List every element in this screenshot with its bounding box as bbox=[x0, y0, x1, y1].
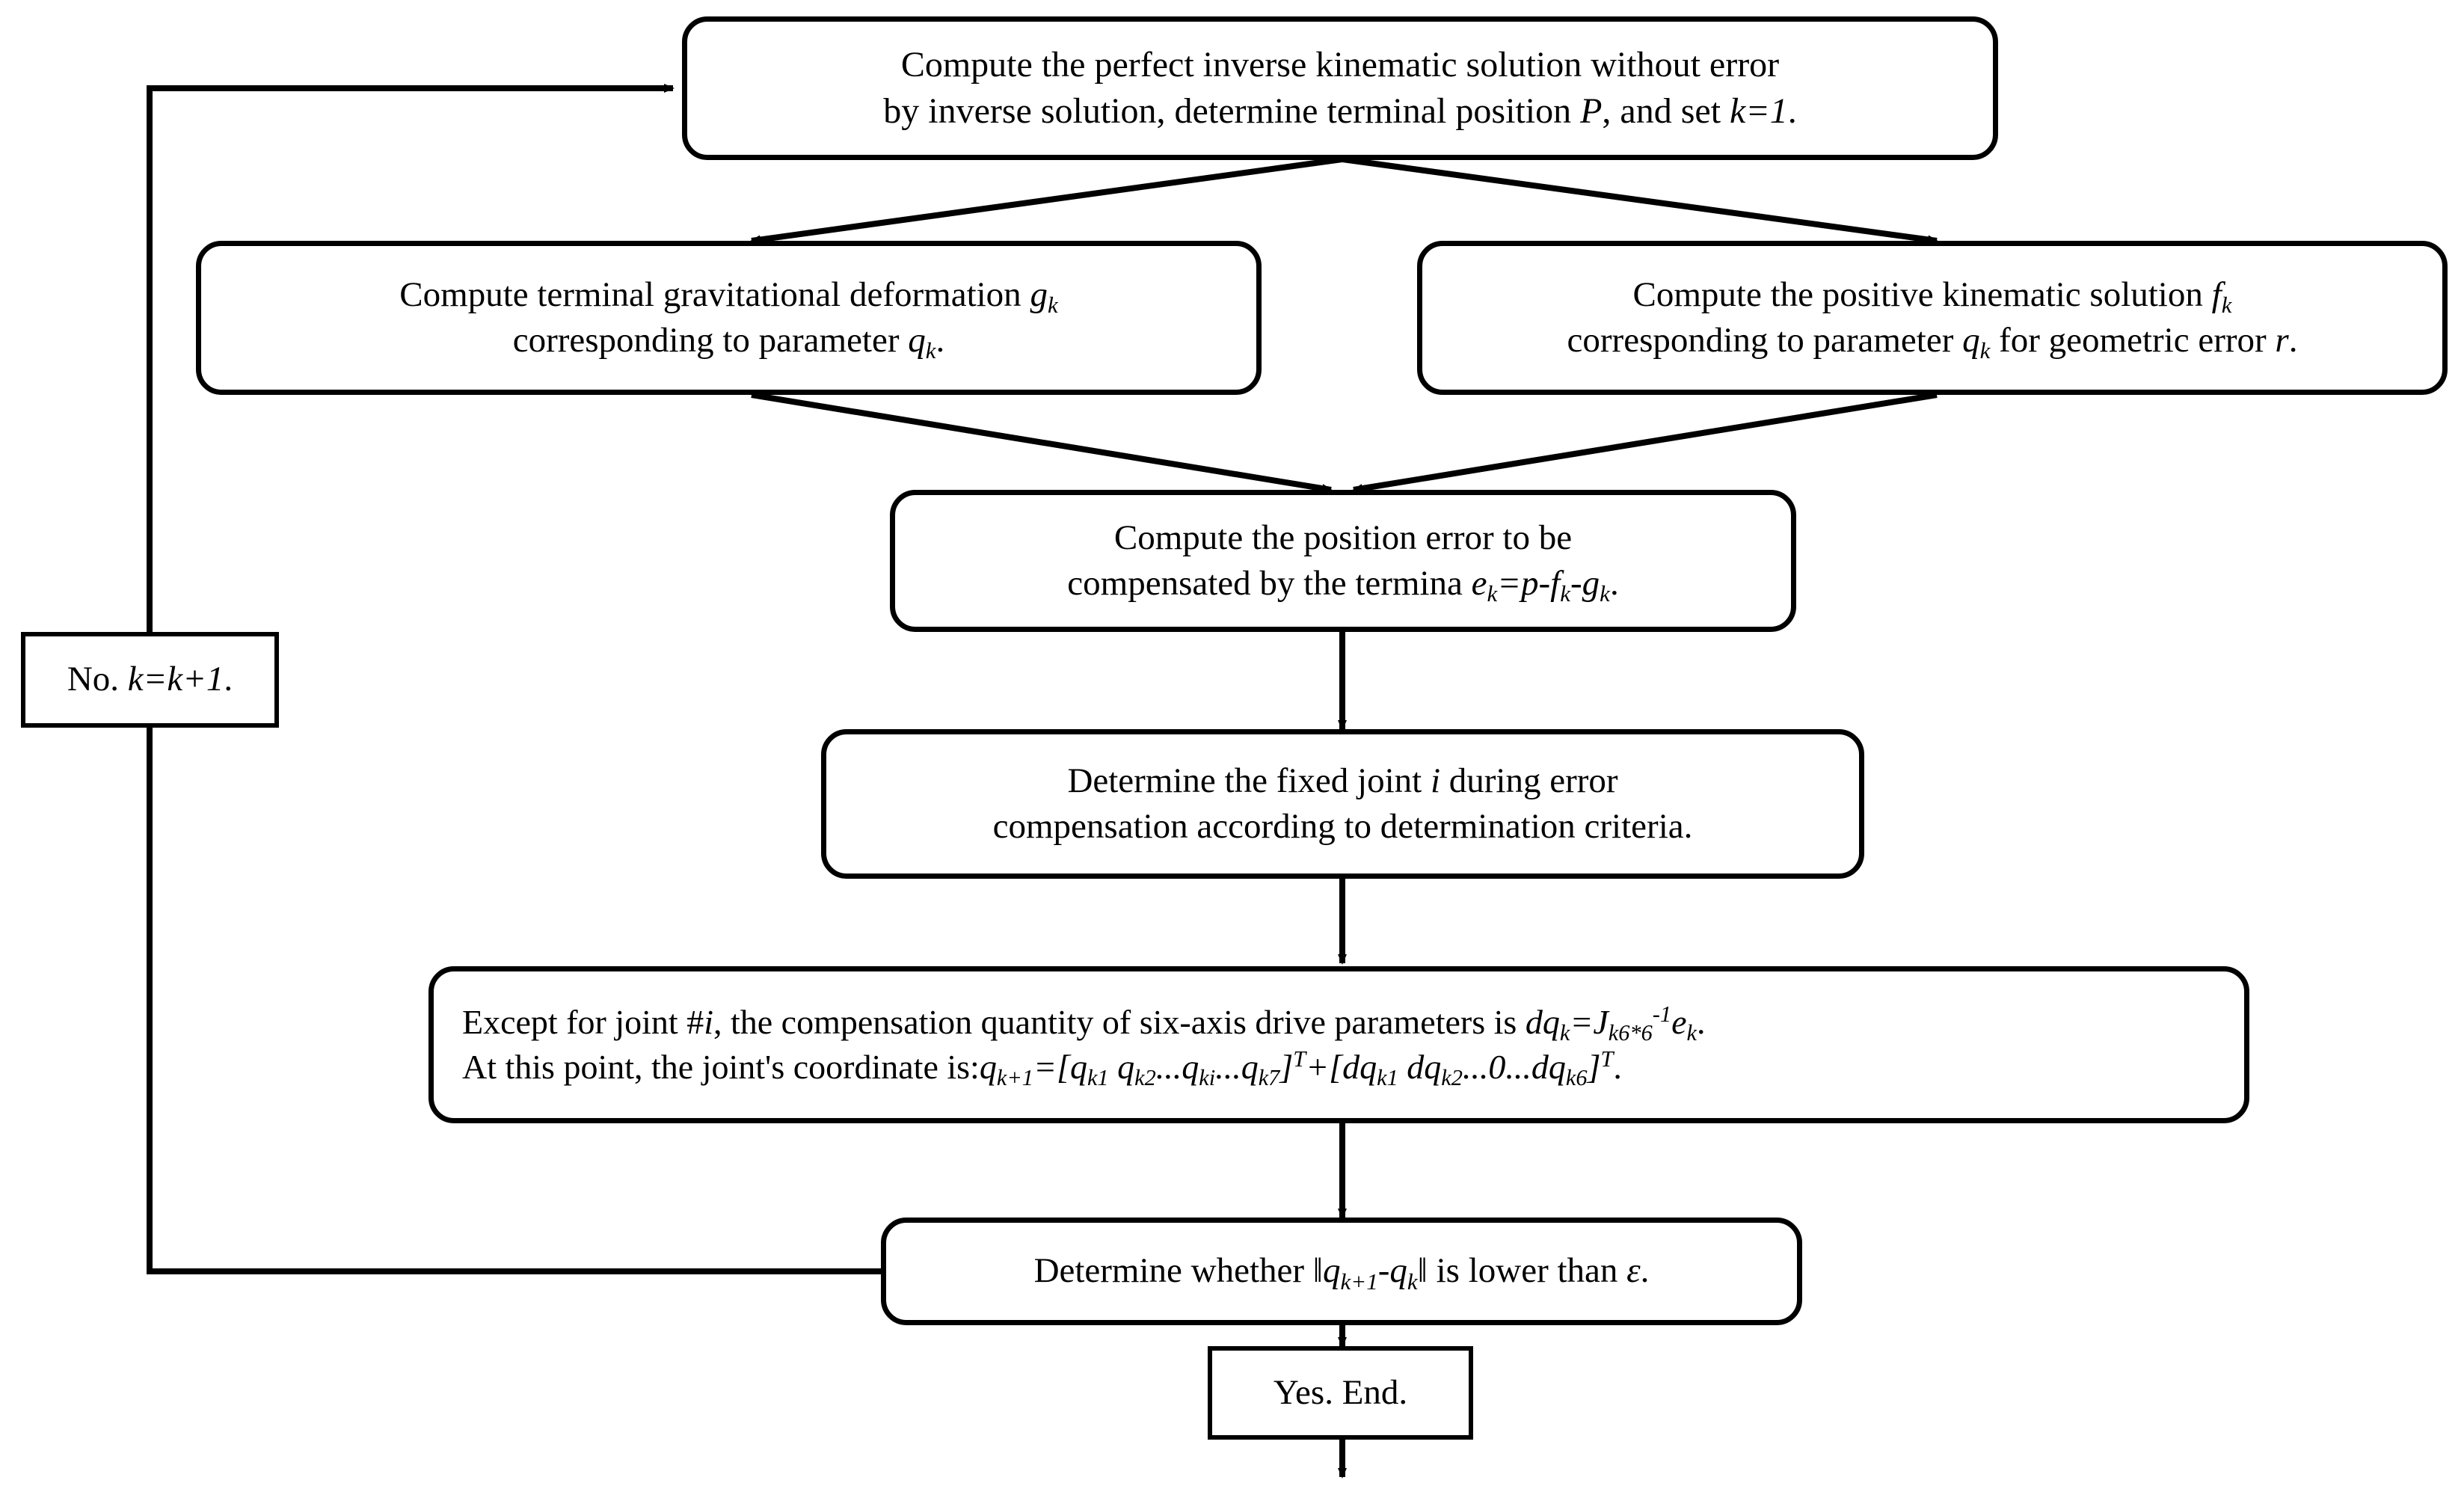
node-no-increment[interactable]: No. k=k+1. bbox=[21, 632, 279, 728]
node-positive-kinematic[interactable]: Compute the positive kinematic solution … bbox=[1417, 241, 2448, 395]
node-gravity-deformation[interactable]: Compute terminal gravitational deformati… bbox=[196, 241, 1262, 395]
node-gravity-line1: Compute terminal gravitational deformati… bbox=[399, 274, 1058, 319]
node-fixed-joint[interactable]: Determine the fixed joint i during error… bbox=[821, 729, 1864, 879]
node-fixedjoint-line2: compensation according to determination … bbox=[992, 807, 1693, 846]
node-kinematic-line2: corresponding to parameter qk for geomet… bbox=[1567, 321, 2298, 364]
node-gravity-line2: corresponding to parameter qk. bbox=[512, 321, 945, 364]
node-noloop-text: No. k=k+1. bbox=[67, 660, 233, 699]
edge-kinematic-poserror bbox=[1352, 392, 1938, 493]
node-end-text: Yes. End. bbox=[1273, 1372, 1408, 1412]
edge-start-kinematic bbox=[1342, 156, 1938, 245]
edge-gravity-poserror bbox=[751, 392, 1333, 493]
node-compensation-line2: At this point, the joint's coordinate is… bbox=[462, 1046, 1622, 1091]
node-kinematic-line1: Compute the positive kinematic solution … bbox=[1632, 274, 2232, 319]
node-position-error[interactable]: Compute the position error to be compens… bbox=[890, 490, 1796, 632]
edge-start-gravity bbox=[750, 156, 1343, 245]
node-start-line2: by inverse solution, determine terminal … bbox=[883, 91, 1797, 131]
node-poserror-line2: compensated by the termina ek=p-fk-gk. bbox=[1067, 564, 1619, 607]
node-compensation-line1: Except for joint #i, the compensation qu… bbox=[462, 1001, 1706, 1046]
node-convergence-decision[interactable]: Determine whether ‖qk+1-qk‖ is lower tha… bbox=[881, 1218, 1802, 1325]
node-fixedjoint-line1: Determine the fixed joint i during error bbox=[1067, 761, 1618, 800]
node-poserror-line1: Compute the position error to be bbox=[1113, 518, 1573, 557]
node-compensation-quantity[interactable]: Except for joint #i, the compensation qu… bbox=[428, 966, 2249, 1123]
node-start[interactable]: Compute the perfect inverse kinematic so… bbox=[682, 16, 1998, 160]
node-end[interactable]: Yes. End. bbox=[1208, 1346, 1473, 1440]
node-decision-text: Determine whether ‖qk+1-qk‖ is lower tha… bbox=[1033, 1251, 1650, 1295]
node-start-line1: Compute the perfect inverse kinematic so… bbox=[900, 44, 1780, 85]
